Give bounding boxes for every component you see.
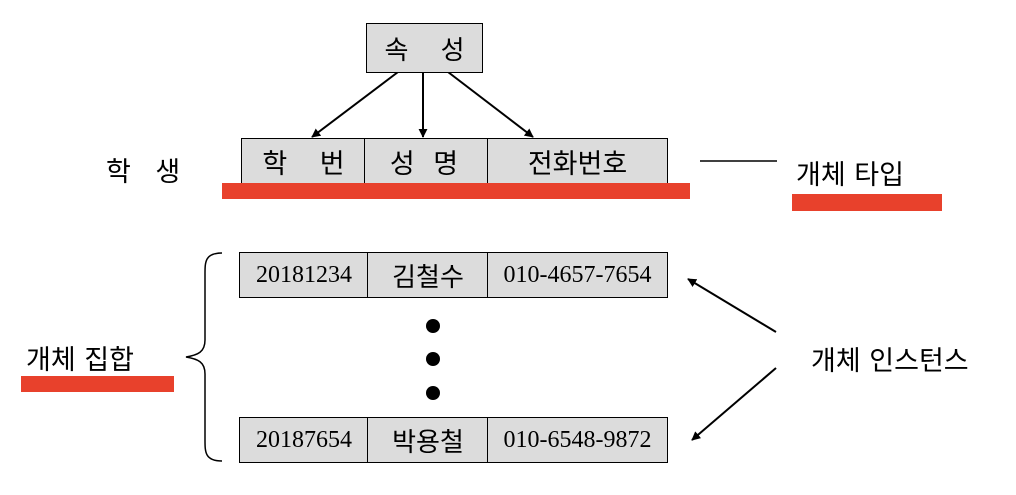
ellipsis-dot (426, 386, 440, 400)
instance-1-name: 김철수 (367, 252, 489, 298)
entity-type-caption-underline (792, 194, 942, 211)
entity-set-brace (185, 252, 223, 462)
instance-2-phone: 010-6548-9872 (487, 417, 668, 463)
attribute-box: 속 성 (366, 23, 483, 73)
entity-instance-caption: 개체 인스턴스 (811, 346, 969, 377)
field-student-id: 학 번 (241, 138, 366, 185)
field-phone: 전화번호 (487, 138, 668, 185)
entity-set-caption: 개체 집합 (26, 345, 134, 376)
field-name: 성 명 (364, 138, 489, 185)
ellipsis-dot (426, 352, 440, 366)
instance-2-id: 20187654 (239, 417, 369, 463)
entity-type-caption: 개체 타입 (796, 160, 904, 191)
instance-2-name: 박용철 (367, 417, 489, 463)
arrow-to-last-instance (691, 367, 777, 441)
entity-set-caption-underline (21, 376, 174, 392)
entity-name-label: 학 생 (106, 157, 189, 188)
entity-type-underline (222, 183, 690, 199)
arrow-to-student-id (311, 71, 399, 138)
arrow-to-phone (447, 71, 534, 138)
ellipsis-dot (426, 319, 440, 333)
instance-1-phone: 010-4657-7654 (487, 252, 668, 298)
arrow-to-first-instance (687, 278, 777, 333)
instance-1-id: 20181234 (239, 252, 369, 298)
